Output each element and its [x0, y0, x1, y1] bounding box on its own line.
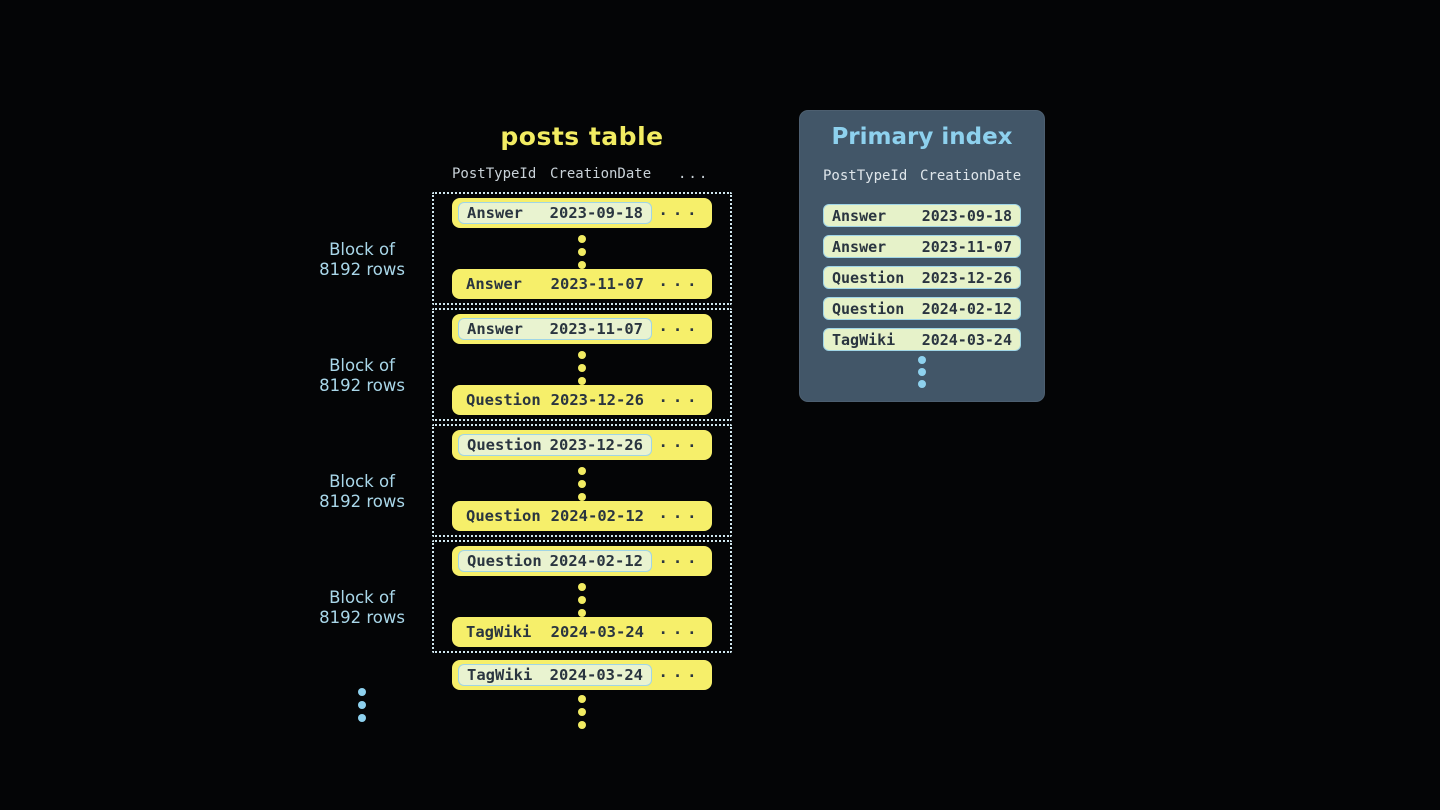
block-label-2: Block of 8192 rows	[302, 356, 422, 396]
block-label-line2: 8192 rows	[319, 260, 405, 279]
block-label-4: Block of 8192 rows	[302, 588, 422, 628]
post-type-value: TagWiki	[466, 623, 532, 641]
index-entry: Question 2024-02-12	[823, 297, 1021, 320]
table-row: Answer 2023-11-07 ...	[452, 269, 712, 299]
index-entry: Answer 2023-11-07	[823, 235, 1021, 258]
posts-table-column-headers: PostTypeId CreationDate ...	[432, 166, 732, 186]
indexed-row-highlight: Question 2024-02-12	[458, 550, 652, 572]
post-type-value: Question	[832, 299, 905, 318]
creation-date-value: 2023-12-26	[550, 391, 644, 409]
table-row: Question 2023-12-26 ...	[452, 430, 712, 460]
post-type-value: Answer	[467, 320, 523, 338]
table-row: Question 2024-02-12 ...	[452, 546, 712, 576]
column-header-posttypeid: PostTypeId	[823, 168, 908, 184]
post-type-value: Question	[467, 552, 542, 570]
table-continues-ellipsis-icon	[432, 695, 732, 729]
row-values: Question 2023-12-26	[458, 389, 652, 411]
post-type-value: Question	[467, 436, 542, 454]
creation-date-value: 2023-12-26	[921, 268, 1012, 287]
table-row: Answer 2023-09-18 ...	[452, 198, 712, 228]
row-ellipsis: ...	[658, 504, 702, 522]
block-label-line1: Block of	[329, 472, 395, 491]
row-ellipsis: ...	[658, 317, 702, 335]
vertical-ellipsis-icon	[434, 583, 730, 617]
row-ellipsis: ...	[658, 388, 702, 406]
post-type-value: Question	[832, 268, 905, 287]
row-ellipsis: ...	[658, 663, 702, 681]
table-row: Answer 2023-11-07 ...	[452, 314, 712, 344]
primary-index-column-headers: PostTypeId CreationDate	[800, 168, 1044, 186]
creation-date-value: 2023-09-18	[549, 204, 643, 222]
block-label-line2: 8192 rows	[319, 492, 405, 511]
creation-date-value: 2024-03-24	[550, 623, 644, 641]
block-label-3: Block of 8192 rows	[302, 472, 422, 512]
primary-index-title: Primary index	[831, 124, 1013, 150]
post-type-value: TagWiki	[467, 666, 533, 684]
vertical-ellipsis-icon	[434, 467, 730, 501]
row-values: Answer 2023-11-07	[458, 273, 652, 295]
creation-date-value: 2024-03-24	[549, 666, 643, 684]
row-ellipsis: ...	[658, 549, 702, 567]
row-values: Question 2024-02-12	[458, 505, 652, 527]
row-ellipsis: ...	[658, 433, 702, 451]
row-block-2: Answer 2023-11-07 ... Question 2023-12-2…	[432, 308, 732, 421]
row-block-1: Answer 2023-09-18 ... Answer 2023-11-07 …	[432, 192, 732, 305]
creation-date-value: 2023-11-07	[549, 320, 643, 338]
index-entry: Answer 2023-09-18	[823, 204, 1021, 227]
creation-date-value: 2023-11-07	[550, 275, 644, 293]
post-type-value: Answer	[832, 237, 887, 256]
post-type-value: Answer	[832, 206, 887, 225]
block-label-line1: Block of	[329, 356, 395, 375]
primary-index-panel: Primary index PostTypeId CreationDate An…	[799, 110, 1045, 402]
creation-date-value: 2024-02-12	[549, 552, 643, 570]
creation-date-value: 2023-12-26	[549, 436, 643, 454]
creation-date-value: 2024-02-12	[921, 299, 1012, 318]
column-header-creationdate: CreationDate	[550, 166, 652, 182]
table-row: Question 2023-12-26 ...	[452, 385, 712, 415]
vertical-ellipsis-icon	[434, 235, 730, 269]
creation-date-value: 2023-09-18	[921, 206, 1012, 225]
column-header-ellipsis: ...	[678, 166, 710, 182]
block-label-line1: Block of	[329, 240, 395, 259]
table-row: Question 2024-02-12 ...	[452, 501, 712, 531]
column-header-creationdate: CreationDate	[920, 168, 1022, 184]
row-block-3: Question 2023-12-26 ... Question 2024-02…	[432, 424, 732, 537]
creation-date-value: 2023-11-07	[921, 237, 1012, 256]
post-type-value: TagWiki	[832, 330, 896, 349]
indexed-row-highlight: TagWiki 2024-03-24	[458, 664, 652, 686]
row-ellipsis: ...	[658, 620, 702, 638]
index-entry: Question 2023-12-26	[823, 266, 1021, 289]
index-continues-ellipsis-icon	[800, 356, 1044, 388]
column-header-posttypeid: PostTypeId	[452, 166, 537, 182]
index-entry: TagWiki 2024-03-24	[823, 328, 1021, 351]
post-type-value: Answer	[466, 275, 522, 293]
block-label-1: Block of 8192 rows	[302, 240, 422, 280]
row-values: TagWiki 2024-03-24	[458, 621, 652, 643]
row-ellipsis: ...	[658, 201, 702, 219]
block-label-line2: 8192 rows	[319, 608, 405, 627]
row-block-4: Question 2024-02-12 ... TagWiki 2024-03-…	[432, 540, 732, 653]
posts-table-title: posts table	[500, 122, 664, 151]
row-ellipsis: ...	[658, 272, 702, 290]
table-row-next-block: TagWiki 2024-03-24 ...	[452, 660, 712, 690]
post-type-value: Question	[466, 507, 541, 525]
indexed-row-highlight: Answer 2023-11-07	[458, 318, 652, 340]
post-type-value: Answer	[467, 204, 523, 222]
creation-date-value: 2024-03-24	[921, 330, 1012, 349]
creation-date-value: 2024-02-12	[550, 507, 644, 525]
indexed-row-highlight: Question 2023-12-26	[458, 434, 652, 456]
primary-index-rows: Answer 2023-09-18 Answer 2023-11-07 Ques…	[823, 204, 1021, 359]
table-row: TagWiki 2024-03-24 ...	[452, 617, 712, 647]
vertical-ellipsis-icon	[434, 351, 730, 385]
post-type-value: Question	[466, 391, 541, 409]
indexed-row-highlight: Answer 2023-09-18	[458, 202, 652, 224]
block-label-line1: Block of	[329, 588, 395, 607]
block-label-line2: 8192 rows	[319, 376, 405, 395]
blocks-continue-ellipsis-icon	[302, 688, 422, 722]
